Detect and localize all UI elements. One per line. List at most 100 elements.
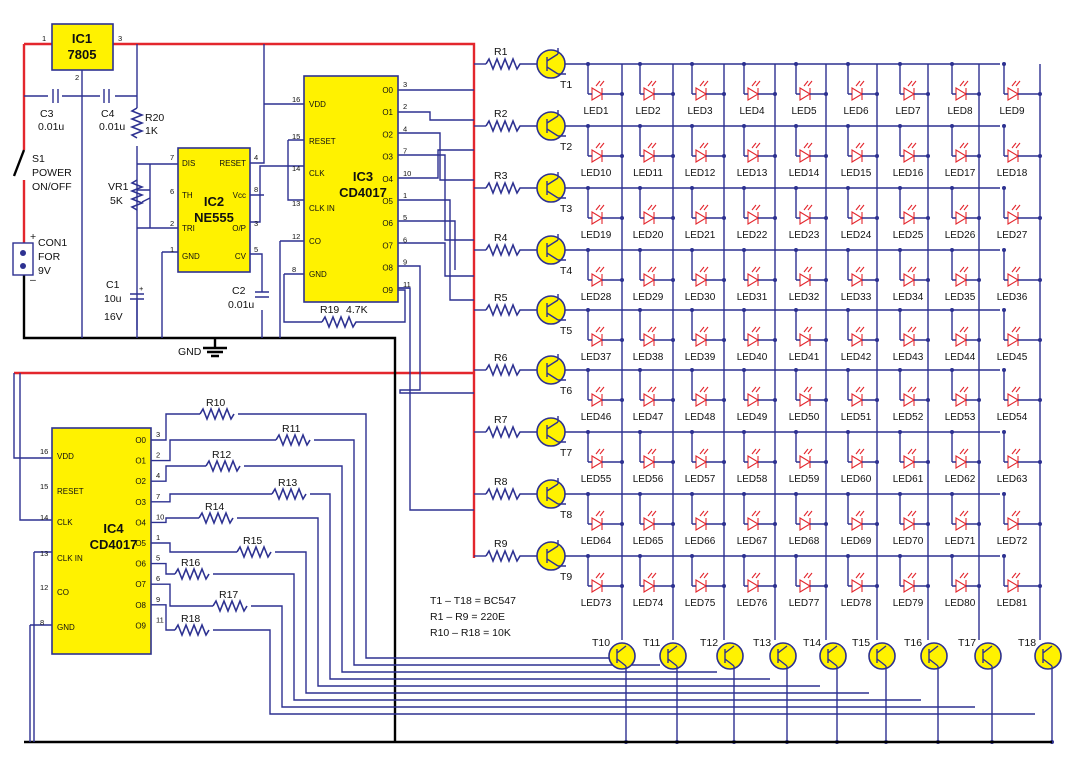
pin-label: O2 [135,477,146,486]
resistor-r20: R20 1K [129,107,164,139]
transistor-label: T14 [803,637,821,649]
transistor-label: T15 [852,637,870,649]
led: LED79 [893,554,930,609]
led-label: LED62 [945,474,976,485]
transistor-label: T4 [560,265,572,277]
led-label: LED12 [685,168,716,179]
svg-text:+: + [30,231,36,243]
led: LED55 [581,430,624,485]
led-label: LED29 [633,292,664,303]
led: LED34 [893,248,930,303]
led: LED15 [841,124,879,179]
transistor-label: T17 [958,637,976,649]
led: LED67 [737,492,777,547]
svg-text:5: 5 [254,245,258,254]
svg-text:C3: C3 [40,108,54,120]
pin-label: CLK [57,518,73,527]
pin-label: O6 [382,219,393,228]
pin-number: 3 [403,80,407,89]
pin-label: O1 [135,457,146,466]
led-label: LED38 [633,352,664,363]
led: LED51 [841,368,879,423]
led-label: LED16 [893,168,924,179]
led-label: LED21 [685,230,716,241]
pin-label: CLK IN [57,554,83,563]
svg-text:R20: R20 [145,112,164,124]
led: LED76 [737,554,777,609]
pin-number: 4 [403,124,407,133]
transistor-label: T2 [560,141,572,153]
led: LED73 [581,554,624,609]
led: LED64 [581,492,624,547]
led-label: LED66 [685,536,716,547]
led-label: LED55 [581,474,612,485]
led: LED40 [737,308,777,363]
led: LED11 [633,124,675,179]
pin-label: O6 [135,560,146,569]
resistor-label: R16 [181,557,200,569]
resistor-label: R9 [494,538,508,550]
led-label: LED23 [789,230,820,241]
led-label: LED57 [685,474,716,485]
power-rail [14,42,476,558]
led-label: LED81 [997,598,1028,609]
led-label: LED37 [581,352,612,363]
led: LED52 [893,368,930,423]
ic1-pin-gnd: 2 [75,73,79,82]
svg-text:16V: 16V [104,311,123,323]
pin-label: VDD [57,452,74,461]
led: LED24 [841,186,879,241]
led-label: LED71 [945,536,976,547]
led-label: LED59 [789,474,820,485]
led-label: LED19 [581,230,612,241]
pin-label: O7 [382,241,393,250]
svg-text:Vcc: Vcc [233,191,246,200]
svg-text:GND: GND [178,346,202,358]
led-label: LED22 [737,230,768,241]
led: LED56 [633,430,675,485]
pin-number: 2 [403,102,407,111]
led-label: LED30 [685,292,716,303]
pin-number: 7 [156,492,160,501]
led: LED20 [633,186,675,241]
led-label: LED42 [841,352,872,363]
led: LED44 [945,308,981,363]
transistor-label: T6 [560,385,572,397]
led: LED14 [789,124,828,179]
led-label: LED9 [999,106,1024,117]
resistor-label: R12 [212,449,231,461]
resistor-label: R1 [494,46,508,58]
svg-text:1K: 1K [145,125,158,137]
column-driver: T14 [803,637,847,744]
svg-text:0.01u: 0.01u [228,299,254,311]
led-label: LED18 [997,168,1028,179]
column-driver: T17 [958,637,1002,744]
led: LED19 [581,186,624,241]
led-label: LED28 [581,292,612,303]
pin-number: 15 [40,482,48,491]
led-label: LED35 [945,292,976,303]
led-label: LED26 [945,230,976,241]
svg-text:IC2: IC2 [204,194,224,209]
led-label: LED34 [893,292,924,303]
pin-label: RESET [309,137,336,146]
led: LED21 [685,186,726,241]
led: LED62 [945,430,981,485]
pin-label: O9 [135,621,146,630]
pin-label: RESET [57,487,84,496]
pin-number: 6 [156,574,160,583]
led-label: LED44 [945,352,976,363]
svg-text:RESET: RESET [219,159,246,168]
transistor-label: T12 [700,637,718,649]
led: LED57 [685,430,726,485]
led: LED54 [997,368,1042,423]
capacitor-c1: + C1 10u 16V [104,279,144,323]
svg-text:7: 7 [170,153,174,162]
